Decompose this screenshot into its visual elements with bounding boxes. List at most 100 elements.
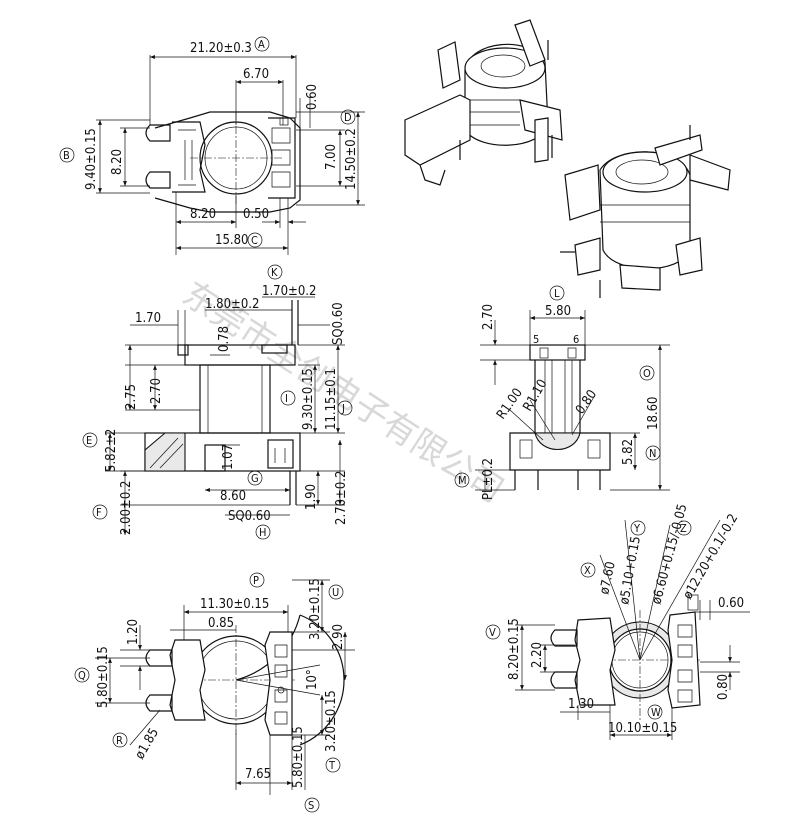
callout-b: B: [63, 149, 70, 162]
dim-080: 0.80: [573, 387, 600, 417]
callout-i-circle: [280, 390, 296, 406]
dim-320-bottom: 3.20±0.15: [324, 690, 339, 752]
callout-x-circle: [580, 562, 596, 578]
dim-bottom-small: 0.50: [243, 207, 269, 222]
dim-170: 1.70: [135, 311, 161, 326]
callout-q-circle: [74, 667, 90, 683]
callout-f: F: [96, 506, 102, 519]
dim-078: 0.78: [217, 326, 232, 352]
callout-e: E: [86, 434, 92, 447]
callout-v-circle: [485, 624, 501, 640]
dim-sq060-top: SQ0.60: [331, 302, 346, 345]
dim-200: 2.00±0.2: [119, 481, 134, 535]
callout-x: X: [584, 564, 591, 577]
dim-sq060-bottom: SQ0.60: [228, 509, 271, 524]
dim-582: 5.82±2: [104, 429, 119, 472]
callout-a: A: [258, 38, 265, 51]
dim-275: 2.75: [124, 384, 139, 410]
dim-total-height: 14.50±0.2: [344, 128, 359, 190]
callout-n-circle: [645, 445, 661, 461]
callout-e-circle: [82, 432, 98, 448]
callout-c: C: [251, 234, 258, 247]
callout-y: Y: [633, 522, 641, 535]
dim-1860: 18.60: [646, 397, 661, 430]
dim-overall-width: 21.20±0.3: [190, 41, 252, 56]
callout-g-circle: [247, 470, 263, 486]
callout-k: K: [271, 266, 278, 279]
callout-n: N: [649, 447, 656, 460]
callout-m: M: [458, 474, 467, 487]
dim-1220: ø12.20+0.1/-0.2: [680, 512, 741, 602]
callout-v: V: [489, 626, 496, 639]
dim-190: 1.90: [304, 484, 319, 510]
side-view: 1.70 1.80±0.2 1.70±0.2 K 0.78 SQ0.60 2.7…: [82, 264, 353, 540]
dim-120: 1.20: [126, 619, 141, 645]
callout-p: P: [253, 574, 259, 587]
callout-y-circle: [630, 520, 646, 536]
dim-580: 5.80: [545, 304, 571, 319]
dim-085: 0.85: [208, 616, 234, 631]
callout-t-circle: [325, 757, 341, 773]
bottom-view: 11.30±0.15 P 0.85 1.20 5.80±0.15 Q ø1.85…: [74, 572, 355, 813]
dim-060: 0.60: [718, 596, 744, 611]
dim-220: 2.20: [530, 642, 545, 668]
dim-1010: 10.10±0.15: [608, 721, 677, 736]
callout-s: S: [308, 799, 314, 812]
callout-a-circle: [254, 36, 270, 52]
dim-bottom-overall: 15.80: [215, 233, 248, 248]
callout-g: G: [251, 472, 259, 485]
callout-r: R: [116, 734, 123, 747]
dim-pin-span: 6.70: [243, 67, 269, 82]
dim-bottom-left: 8.20: [190, 207, 216, 222]
dim-765: 7.65: [245, 767, 271, 782]
callout-p-circle: [249, 572, 265, 588]
dim-320-top: 3.20±0.15: [308, 578, 323, 640]
dim-760: ø7.60: [597, 560, 619, 596]
callout-q: Q: [78, 669, 86, 682]
dim-top-18: 1.80±0.2: [205, 297, 259, 312]
pin-label-6: 6: [573, 333, 579, 346]
callout-m-circle: [454, 472, 470, 488]
dim-small: 0.60: [305, 84, 320, 110]
dim-top-k: 1.70±0.2: [262, 284, 316, 299]
front-view: 5 6 5.80 L 2.70 18.60 O 5.82 N R1.00 R1.…: [454, 285, 670, 500]
callout-j: J: [341, 402, 345, 415]
isometric-view-top: [404, 19, 563, 186]
callout-u: U: [332, 586, 339, 599]
pin-label-5: 5: [533, 333, 539, 346]
callout-l: L: [554, 287, 560, 300]
callout-t: T: [328, 759, 336, 772]
dim-582: 5.82: [621, 439, 636, 465]
dim-080: 0.80: [716, 674, 731, 700]
callout-l-circle: [549, 285, 565, 301]
callout-b-circle: [59, 147, 75, 163]
callout-z-circle: [676, 520, 692, 536]
callout-u-circle: [328, 584, 344, 600]
section-view: ø7.60 ø5.10+0.15 ø6.60+0.15/-0.05 ø12.20…: [485, 502, 750, 740]
callout-w: W: [651, 706, 661, 719]
callout-f-circle: [92, 504, 108, 520]
isometric-view-bottom: [560, 125, 731, 298]
callout-w-circle: [647, 704, 663, 720]
callout-o: O: [643, 367, 651, 380]
callout-k-circle: [267, 264, 283, 280]
dim-left-height: 9.40±0.15: [84, 128, 99, 190]
dim-270b: 2.70±0.2: [334, 471, 349, 525]
dim-820: 8.20±0.15: [507, 618, 522, 680]
callout-j-circle: [337, 400, 353, 416]
dim-860: 8.60: [220, 489, 246, 504]
dim-270: 2.70: [149, 378, 164, 404]
dim-580-left: 5.80±0.15: [96, 646, 111, 708]
dim-185: ø1.85: [132, 726, 162, 762]
callout-c-circle: [247, 232, 263, 248]
callout-i: I: [285, 392, 288, 405]
dim-pl: PL±0.2: [481, 458, 496, 500]
callout-d: D: [344, 111, 352, 124]
dim-580-bottom: 5.80±0.15: [291, 726, 306, 788]
callout-h-circle: [255, 524, 271, 540]
dim-130: 1.30: [568, 697, 594, 712]
top-view: 21.20±0.3 A 6.70 0.60 14.50±0.2 D 7.00 9…: [59, 36, 365, 255]
dim-270: 2.70: [481, 304, 496, 330]
callout-r-circle: [112, 732, 128, 748]
